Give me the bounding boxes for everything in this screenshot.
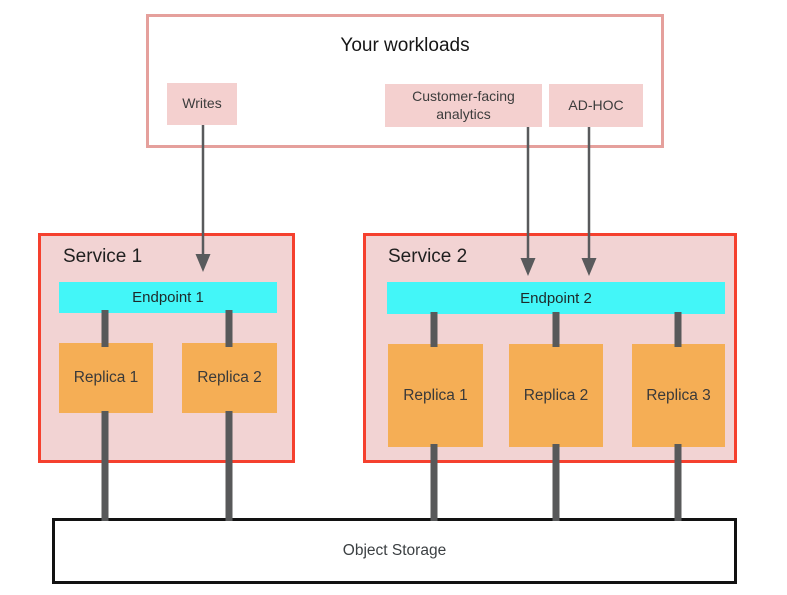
endpoint-1-bar: Endpoint 1	[59, 282, 277, 313]
service-1-replica-2: Replica 2	[182, 343, 277, 413]
service-2-name: Service 2	[388, 246, 468, 267]
service-2-replica-2: Replica 2	[509, 344, 603, 447]
writes-chip: Writes	[167, 83, 237, 125]
customer-facing-analytics-chip: Customer-facing analytics	[385, 84, 542, 127]
your-workloads-box: Your workloads Writes Customer-facing an…	[146, 14, 664, 148]
service-1-box: Service 1 Endpoint 1 Replica 1 Replica 2	[38, 233, 295, 463]
service-2-replica-1: Replica 1	[388, 344, 483, 447]
object-storage-box: Object Storage	[52, 518, 737, 584]
service-1-name: Service 1	[63, 246, 143, 267]
ad-hoc-chip: AD-HOC	[549, 84, 643, 127]
service-1-replica-1: Replica 1	[59, 343, 153, 413]
workloads-title: Your workloads	[340, 35, 470, 56]
service-2-replica-3: Replica 3	[632, 344, 725, 447]
endpoint-2-bar: Endpoint 2	[387, 282, 725, 314]
service-2-box: Service 2 Endpoint 2 Replica 1 Replica 2…	[363, 233, 737, 463]
